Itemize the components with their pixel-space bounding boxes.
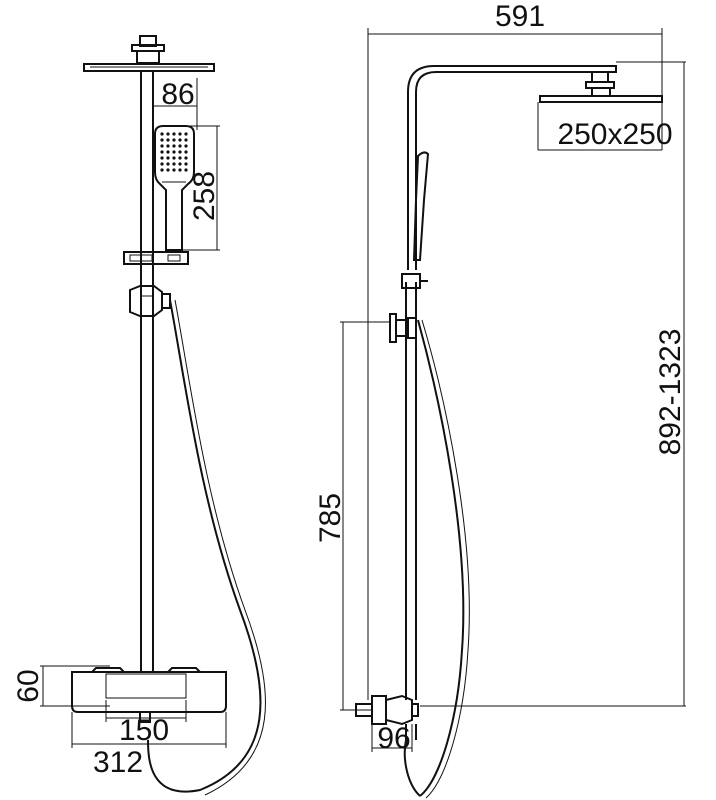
- side-arm: [407, 65, 617, 270]
- side-slider: [401, 273, 421, 289]
- dim-mixer-total-width: 312: [93, 746, 143, 779]
- side-hand-shower: [412, 151, 430, 261]
- dim-mixer-center-width: 150: [119, 714, 169, 747]
- side-hose: [417, 319, 465, 797]
- front-shower-head: [83, 35, 215, 72]
- front-hand-shower: [154, 125, 195, 251]
- dim-mixer-height-side: 785: [314, 493, 347, 543]
- side-shower-head: [539, 95, 663, 103]
- dim-hand-shower-length: 258: [188, 171, 221, 221]
- front-hose: [147, 299, 262, 793]
- dim-head-size: 250x250: [557, 118, 672, 151]
- side-view: [355, 65, 663, 799]
- dim-head-offset: 86: [161, 78, 194, 111]
- side-dimension-lines: [340, 28, 686, 752]
- front-wall-bracket: [129, 285, 171, 317]
- side-head-connector: [585, 71, 615, 97]
- front-holder: [123, 251, 189, 265]
- dim-mixer-height-front: 60: [12, 669, 45, 702]
- dim-height-range: 892-1323: [654, 329, 687, 456]
- front-column: [140, 71, 154, 672]
- dim-overall-width: 591: [495, 0, 545, 33]
- side-wall-bracket: [389, 313, 417, 343]
- dim-mixer-depth: 96: [377, 722, 410, 755]
- front-mixer: [71, 667, 227, 723]
- front-view: [71, 35, 266, 796]
- front-dimension-lines: [40, 78, 227, 748]
